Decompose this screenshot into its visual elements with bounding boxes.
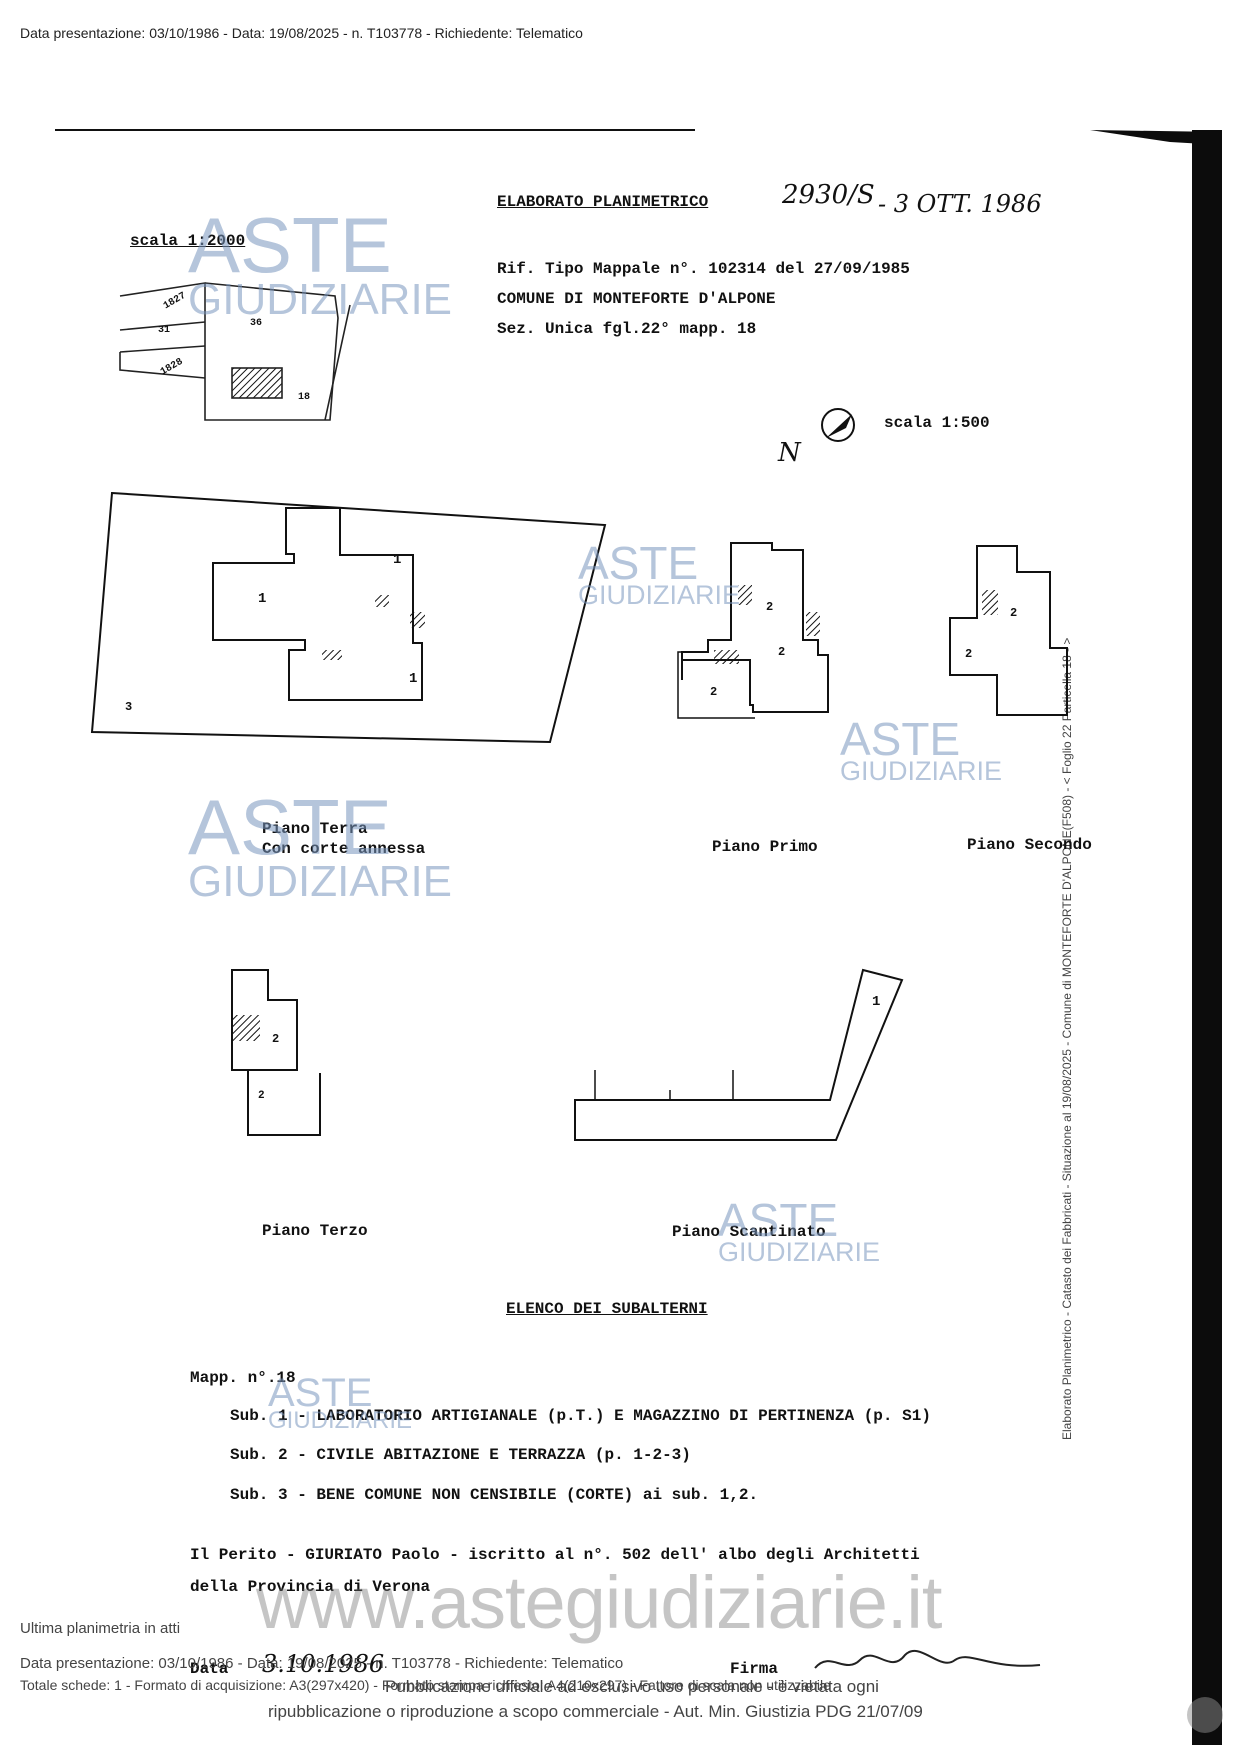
perito-line-2: della Provincia di Verona <box>190 1578 431 1596</box>
sub-item: Sub. 1 - LABORATORIO ARTIGIANALE (p.T.) … <box>230 1407 931 1425</box>
location-map <box>119 282 351 421</box>
footer-line-1: Data presentazione: 03/10/1986 - Data: 1… <box>20 1655 624 1672</box>
sub-number: 2 <box>1010 606 1018 620</box>
north-arrow <box>821 408 855 442</box>
watermark-logo: ASTE GIUDIZIARIE <box>840 713 1003 786</box>
sub-number: 2 <box>272 1032 280 1046</box>
footer-line-2: Totale schede: 1 - Formato di acquisizio… <box>20 1677 831 1693</box>
sub-number: 1 <box>393 552 402 568</box>
ref-line-3: Sez. Unica fgl.22° mapp. 18 <box>497 320 757 338</box>
watermark-logo: ASTE GIUDIZIARIE <box>268 1371 413 1434</box>
floor-label-scantinato: Piano Scantinato <box>672 1223 826 1241</box>
north-label: N <box>778 438 801 468</box>
floor-label-secondo: Piano Secondo <box>967 836 1092 854</box>
floor-label-terra: Piano Terra <box>262 820 368 838</box>
watermark-logo: ASTE GIUDIZIARIE <box>188 783 453 906</box>
floor-label-terra-sub: Con corte annessa <box>262 840 426 858</box>
map-label: 36 <box>250 318 263 329</box>
sub-number: 2 <box>778 645 786 659</box>
sub-number: 1 <box>872 994 881 1010</box>
sub-number: 2 <box>766 600 774 614</box>
footer-note: Ultima planimetria in atti <box>20 1620 181 1637</box>
stamp-number: 2930/S <box>782 180 875 210</box>
scale-large: scala 1:500 <box>884 414 990 432</box>
sub-number: 1 <box>258 591 267 607</box>
watermark-logo: ASTE GIUDIZIARIE <box>578 537 741 610</box>
document-title: ELABORATO PLANIMETRICO <box>497 193 709 211</box>
ref-line-1: Rif. Tipo Mappale n°. 102314 del 27/09/1… <box>497 260 910 278</box>
sub-number: 1 <box>409 671 418 687</box>
perito-line-1: Il Perito - GIURIATO Paolo - iscritto al… <box>190 1546 920 1564</box>
stamp-date: - 3 OTT. 1986 <box>878 190 1042 218</box>
ref-line-2: COMUNE DI MONTEFORTE D'ALPONE <box>497 290 776 308</box>
floor-label-primo: Piano Primo <box>712 838 818 856</box>
footer-notice-2: ripubblicazione o riproduzione a scopo c… <box>268 1702 923 1721</box>
sub-number: 3 <box>125 700 133 714</box>
header-line: Data presentazione: 03/10/1986 - Data: 1… <box>20 25 583 41</box>
footer-notice-1: Pubblicazione ufficiale ad esclusivo uso… <box>385 1677 879 1696</box>
watermark-logo: ASTE GIUDIZIARIE <box>718 1194 881 1267</box>
firma-label: Firma <box>730 1660 779 1678</box>
floor-label-terzo: Piano Terzo <box>262 1222 368 1240</box>
scale-small: scala 1:2000 <box>130 232 246 250</box>
data-value: 3.10.1986 <box>262 1650 385 1678</box>
data-label: Data <box>190 1660 229 1678</box>
subalterni-heading: ELENCO DEI SUBALTERNI <box>506 1300 708 1318</box>
map-label: 31 <box>158 325 171 336</box>
sub-item: Sub. 2 - CIVILE ABITAZIONE E TERRAZZA (p… <box>230 1446 691 1464</box>
sub-number: 2 <box>965 647 973 661</box>
sub-item: Sub. 3 - BENE COMUNE NON CENSIBILE (CORT… <box>230 1486 759 1504</box>
watermark-logo: ASTE GIUDIZIARIE <box>188 201 453 324</box>
watermark-url: www.astegiudiziarie.it <box>256 1561 942 1644</box>
sub-number: 2 <box>710 685 718 699</box>
map-label: 18 <box>298 392 311 403</box>
sub-number: 2 <box>258 1090 265 1102</box>
mapp-number: Mapp. n°.18 <box>190 1369 296 1387</box>
